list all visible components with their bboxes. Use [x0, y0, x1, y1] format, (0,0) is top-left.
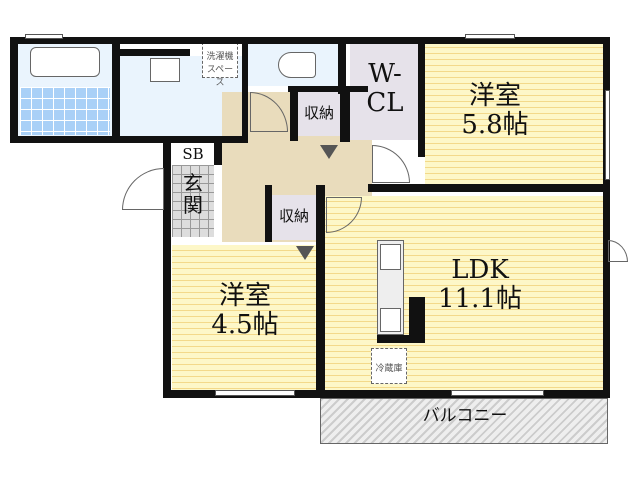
window	[451, 390, 544, 396]
kitchen-sink-icon	[380, 244, 401, 270]
door[interactable]	[372, 145, 410, 183]
bathtub-icon	[30, 47, 100, 77]
storage-2	[272, 195, 316, 240]
balcony-label: バルコニー	[422, 406, 508, 426]
bath-tile-floor	[20, 87, 110, 135]
ldk-label: LDK 11.1帖	[438, 255, 522, 314]
side-door[interactable]	[608, 240, 628, 262]
entrance-label: 玄 関	[183, 171, 203, 217]
western-room-1-label: 洋室 5.8帖	[461, 81, 529, 140]
storage-1-label: 収納	[303, 104, 334, 122]
fridge-space: 冷蔵庫	[371, 348, 407, 384]
sink-icon	[150, 58, 180, 82]
walk-in-closet-label: W- CL	[366, 59, 404, 118]
shoe-box-label: SB	[172, 146, 214, 163]
window	[25, 34, 63, 39]
balcony	[320, 398, 608, 444]
western-room-2-label: 洋室 4.5帖	[211, 281, 279, 340]
door-arrow-icon	[296, 246, 314, 260]
storage-1	[298, 92, 340, 136]
entrance-door[interactable]	[122, 168, 164, 210]
entrance-floor	[172, 165, 214, 237]
western-room-1	[425, 42, 603, 184]
door-arrow-icon	[320, 145, 338, 159]
storage-2-label: 収納	[278, 207, 309, 225]
window	[605, 90, 610, 180]
toilet-icon	[278, 52, 316, 78]
window	[215, 390, 295, 396]
washer-space: 洗濯機 スペース	[202, 42, 238, 88]
window	[465, 34, 515, 39]
stove-icon	[380, 308, 401, 332]
western-room-2	[172, 245, 318, 390]
